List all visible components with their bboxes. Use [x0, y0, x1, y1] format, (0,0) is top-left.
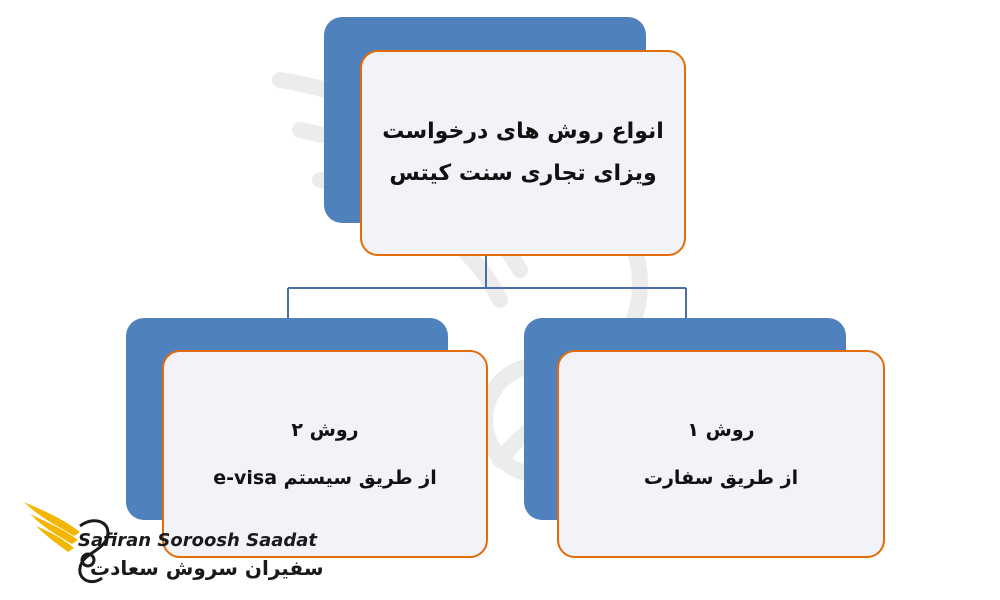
root-node-box: انواع روش های درخواست ویزای تجاری سنت کی… [360, 50, 686, 256]
method-2-node: روش ۲ از طریق سیستم e-visa [126, 318, 488, 560]
root-node-line1: انواع روش های درخواست [382, 119, 664, 144]
root-node: انواع روش های درخواست ویزای تجاری سنت کی… [324, 17, 688, 259]
brand-name-english: Safiran Soroosh Saadat [78, 530, 318, 551]
method-2-title: روش ۲ [291, 419, 359, 441]
method-1-description: از طریق سفارت [643, 467, 799, 489]
brand-name-persian: سفیران سروش سعادت [90, 556, 324, 580]
method-2-node-box: روش ۲ از طریق سیستم e-visa [162, 350, 488, 558]
brand-logo-icon [24, 502, 110, 584]
method-1-title: روش ۱ [687, 419, 755, 441]
root-node-line2: ویزای تجاری سنت کیتس [389, 161, 657, 186]
method-1-node: روش ۱ از طریق سفارت [524, 318, 886, 560]
method-1-node-box: روش ۱ از طریق سفارت [557, 350, 885, 558]
method-2-description: از طریق سیستم e-visa [213, 467, 437, 489]
